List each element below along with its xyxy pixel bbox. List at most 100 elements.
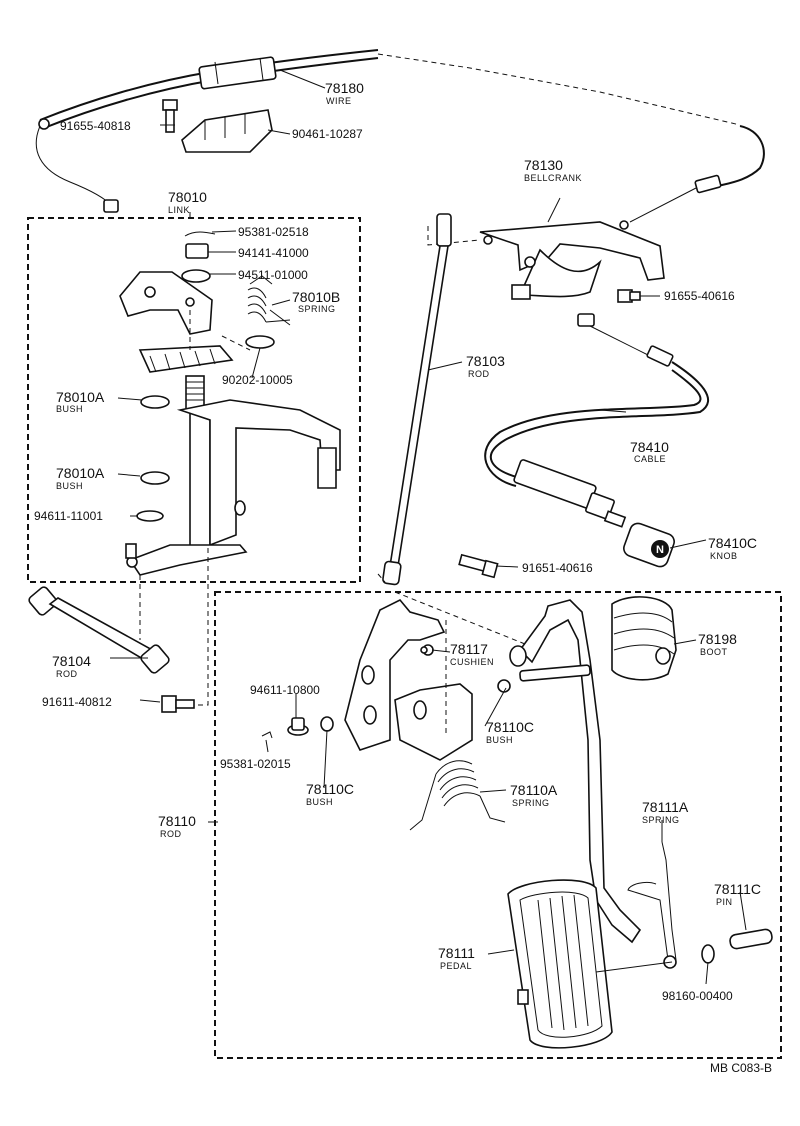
callout-78111: 78111 PEDAL <box>438 945 475 971</box>
callout-78117: 78117 CUSHIEN <box>450 641 494 667</box>
bolt-91655-40616-drawing <box>617 289 641 303</box>
callout-78110C-left: 78110C BUSH <box>306 781 354 807</box>
pedal-78111-drawing <box>507 879 673 1049</box>
rod-78103-drawing <box>377 213 452 586</box>
callout-94141-41000: 94141-41000 <box>238 246 309 260</box>
svg-text:BOOT: BOOT <box>700 647 728 657</box>
svg-text:78117: 78117 <box>450 641 488 657</box>
callout-91655-40818: 91655-40818 <box>60 119 131 133</box>
svg-text:ROD: ROD <box>56 669 78 679</box>
svg-text:KNOB: KNOB <box>710 551 738 561</box>
svg-text:78180: 78180 <box>325 80 364 96</box>
cable-78410-drawing <box>484 313 710 528</box>
svg-text:78130: 78130 <box>524 157 563 173</box>
callout-78110A: 78110A SPRING <box>510 782 558 808</box>
svg-text:78410: 78410 <box>630 439 669 455</box>
svg-text:BUSH: BUSH <box>56 481 83 491</box>
callout-94511-01000: 94511-01000 <box>238 268 308 282</box>
spring-78010B-drawing <box>247 275 291 326</box>
link-78010-drawing <box>119 271 341 706</box>
svg-text:BELLCRANK: BELLCRANK <box>524 173 582 183</box>
svg-text:78111C: 78111C <box>714 881 761 897</box>
spring-78111A-drawing <box>627 841 677 969</box>
svg-text:CABLE: CABLE <box>634 454 666 464</box>
callout-78010A-upper: 78010A BUSH <box>56 389 105 414</box>
callout-78010A-lower: 78010A BUSH <box>56 465 105 491</box>
callout-78198: 78198 BOOT <box>698 631 737 657</box>
clamp-90461-10287-drawing <box>181 109 273 153</box>
callout-90202-10005: 90202-10005 <box>222 373 293 387</box>
knob-78410C-drawing: N <box>623 522 675 568</box>
svg-text:78010B: 78010B <box>292 289 340 305</box>
callout-78410C: 78410C KNOB <box>708 535 757 561</box>
svg-text:78111: 78111 <box>438 945 475 961</box>
svg-text:78010A: 78010A <box>56 465 105 481</box>
callout-78410: 78410 CABLE <box>630 439 669 464</box>
bolt-91611-40812-drawing <box>161 695 195 713</box>
svg-text:78010A: 78010A <box>56 389 105 405</box>
svg-text:BUSH: BUSH <box>486 735 513 745</box>
svg-text:CUSHIEN: CUSHIEN <box>450 657 494 667</box>
svg-text:78110A: 78110A <box>510 782 558 798</box>
link-assembly-boundary <box>27 217 361 583</box>
svg-text:ROD: ROD <box>468 369 490 379</box>
callout-91651-40616: 91651-40616 <box>522 561 593 575</box>
callout-95381-02518: 95381-02518 <box>238 225 309 239</box>
rod-78104-drawing <box>28 586 170 674</box>
knob-letter: N <box>656 544 664 556</box>
bolt-91651-40616-drawing <box>458 553 499 579</box>
boot-78198-drawing <box>611 596 677 681</box>
callout-95381-02015: 95381-02015 <box>220 757 291 771</box>
washer-98160-00400-drawing <box>701 944 715 964</box>
svg-text:78111A: 78111A <box>642 799 689 815</box>
callout-94611-11001: 94611-11001 <box>34 509 103 523</box>
callout-91655-40616: 91655-40616 <box>664 289 735 303</box>
diagram-reference-code: MB C083-B <box>710 1061 772 1075</box>
pedal-lever-rod-78110-drawing <box>497 599 642 944</box>
small-parts-drawing <box>261 646 428 739</box>
bellcrank-78130-drawing <box>427 221 665 300</box>
callout-91611-40812: 91611-40812 <box>42 695 112 709</box>
callout-98160-00400: 98160-00400 <box>662 989 733 1003</box>
bellcrank-wire-drawing <box>619 125 765 230</box>
spring-78110A-drawing <box>409 760 506 831</box>
pedal-bracket-drawing <box>344 591 536 761</box>
svg-text:78110C: 78110C <box>306 781 354 797</box>
callout-78104: 78104 ROD <box>52 653 91 679</box>
callout-90461-10287: 90461-10287 <box>292 127 363 141</box>
svg-text:78198: 78198 <box>698 631 737 647</box>
svg-text:78104: 78104 <box>52 653 91 669</box>
pedal-assembly-boundary <box>214 591 782 1059</box>
pin-78111C-drawing <box>729 928 773 950</box>
leader-lines <box>110 69 747 985</box>
svg-text:WIRE: WIRE <box>326 96 352 106</box>
svg-text:78010: 78010 <box>168 189 207 205</box>
washer-hardware-drawing <box>136 231 275 522</box>
callout-78010B: 78010B SPRING <box>292 289 340 314</box>
svg-text:LINK: LINK <box>168 205 190 215</box>
callout-78111A: 78111A SPRING <box>642 799 689 825</box>
svg-text:SPRING: SPRING <box>512 798 550 808</box>
callout-78111C: 78111C PIN <box>714 881 761 907</box>
callout-78103: 78103 ROD <box>466 353 505 379</box>
bolt-91655-40818-drawing <box>162 99 178 133</box>
svg-text:BUSH: BUSH <box>306 797 333 807</box>
callout-78110: 78110 ROD <box>158 813 196 839</box>
svg-text:78410C: 78410C <box>708 535 757 551</box>
wire-78180-drawing <box>35 49 741 213</box>
svg-text:PIN: PIN <box>716 897 733 907</box>
callout-78110C-right: 78110C BUSH <box>486 719 534 745</box>
callout-78130: 78130 BELLCRANK <box>524 157 582 183</box>
callout-78010: 78010 LINK <box>168 189 207 215</box>
svg-text:78110: 78110 <box>158 813 196 829</box>
svg-text:BUSH: BUSH <box>56 404 83 414</box>
callout-78180: 78180 WIRE <box>325 80 364 106</box>
svg-text:SPRING: SPRING <box>642 815 680 825</box>
svg-text:PEDAL: PEDAL <box>440 961 472 971</box>
svg-text:ROD: ROD <box>160 829 182 839</box>
callout-94611-10800: 94611-10800 <box>250 683 320 697</box>
svg-text:SPRING: SPRING <box>298 304 336 314</box>
svg-text:78110C: 78110C <box>486 719 534 735</box>
svg-text:78103: 78103 <box>466 353 505 369</box>
